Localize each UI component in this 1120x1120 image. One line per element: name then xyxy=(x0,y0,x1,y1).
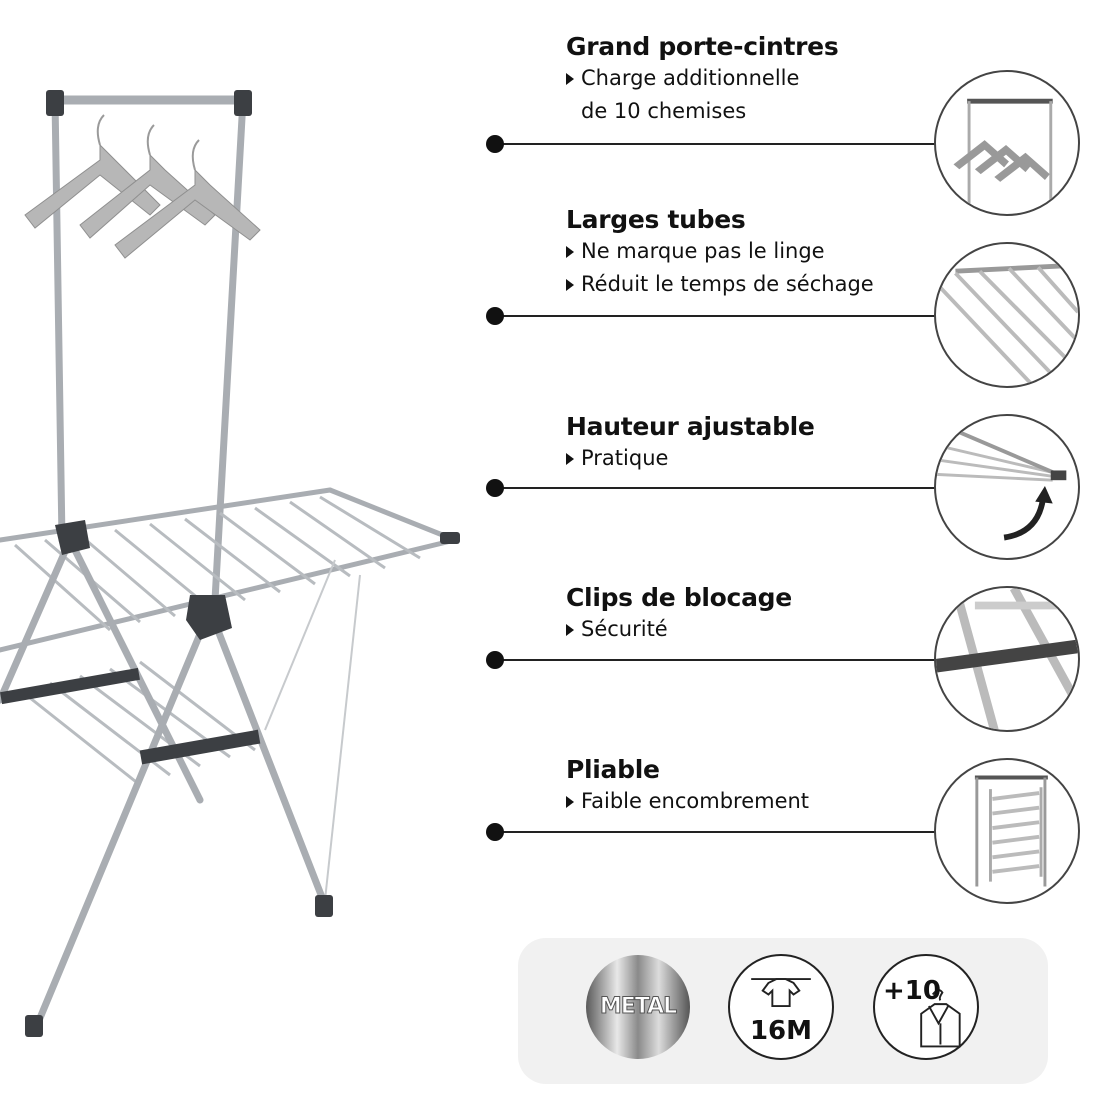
badges-panel: METAL 16M +10 xyxy=(518,938,1048,1084)
feature-title: Hauteur ajustable xyxy=(566,412,815,441)
feature-bullet: Charge additionnelle xyxy=(566,62,946,95)
length-label: 16M xyxy=(749,1016,813,1046)
metal-badge: METAL xyxy=(585,954,691,1060)
capacity-label: +10 xyxy=(883,976,941,1006)
feature-bullet: Pratique xyxy=(566,442,946,475)
feature-title: Clips de blocage xyxy=(566,583,792,612)
locking-clip-icon xyxy=(934,586,1080,732)
wide-tubes-icon xyxy=(934,242,1080,388)
feature-bullet: Faible encombrement xyxy=(566,785,946,818)
feature-locking-clips: Clips de blocage Sécurité xyxy=(566,583,946,646)
feature-connector-line xyxy=(486,823,953,841)
shirt-stack-icon xyxy=(920,989,961,1048)
capacity-badge: +10 xyxy=(873,954,979,1060)
drying-rack-illustration xyxy=(0,90,460,1037)
adjustable-wing-icon xyxy=(934,414,1080,560)
feature-connector-line xyxy=(486,651,953,669)
clothesline-tshirt-icon xyxy=(751,978,811,1007)
feature-bullet: Sécurité xyxy=(566,613,946,646)
feature-bullet: Réduit le temps de séchage xyxy=(566,268,946,301)
bullet-dot-icon xyxy=(486,135,504,153)
hanger-rail-icon xyxy=(934,70,1080,216)
bullet-dot-icon xyxy=(486,479,504,497)
bullet-dot-icon xyxy=(486,651,504,669)
feature-title: Larges tubes xyxy=(566,205,746,234)
length-badge: 16M xyxy=(728,954,834,1060)
bullet-dot-icon xyxy=(486,307,504,325)
feature-wide-tubes: Larges tubes Ne marque pas le linge Rédu… xyxy=(566,205,946,301)
feature-bullet: Ne marque pas le linge xyxy=(566,235,946,268)
folded-rack-icon xyxy=(934,758,1080,904)
feature-hanger-rail: Grand porte-cintres Charge additionnelle… xyxy=(566,32,946,128)
feature-adjustable-height: Hauteur ajustable Pratique xyxy=(566,412,946,475)
feature-title: Pliable xyxy=(566,755,660,784)
bullet-dot-icon xyxy=(486,823,504,841)
metal-label: METAL xyxy=(599,994,677,1020)
feature-connector-line xyxy=(486,307,953,325)
feature-bullet-continuation: de 10 chemises xyxy=(581,99,747,123)
feature-title: Grand porte-cintres xyxy=(566,32,839,61)
feature-connector-line xyxy=(486,135,953,153)
feature-connector-line xyxy=(486,479,953,497)
feature-foldable: Pliable Faible encombrement xyxy=(566,755,946,818)
metal-disc-icon xyxy=(586,955,690,1059)
